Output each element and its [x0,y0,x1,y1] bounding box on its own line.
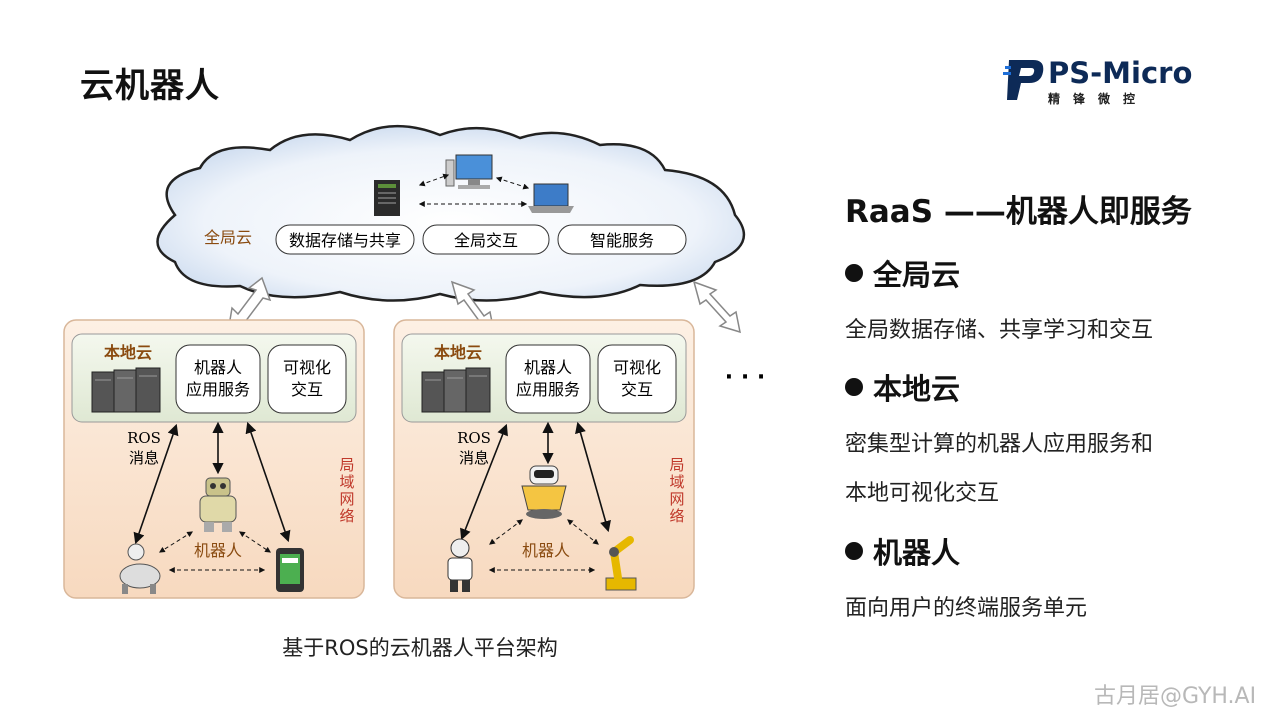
bullet-heading-local-cloud: 本地云 [845,366,960,408]
server-rack-icon [374,180,400,216]
svg-text:数据存储与共享: 数据存储与共享 [289,231,401,250]
diagram-caption: 基于ROS的云机器人平台架构 [282,636,558,660]
lan-label: 局域网络 [669,456,684,525]
local-cloud-label: 本地云 [434,343,482,362]
panel-title: RaaS ——机器人即服务 [845,194,1192,230]
local-servers-icon [421,367,491,413]
architecture-diagram: 全局云 数据存储与共享 全局交互 智能服务 [63,124,765,599]
bullet-desc: 密集型计算的机器人应用服务和 [845,432,1154,457]
robot-label: 机器人 [194,541,242,560]
global-service-pill: 智能服务 [557,224,687,255]
bullet-desc: 面向用户的终端服务单元 [845,596,1088,621]
cloud-link-arrow [692,280,741,334]
bullet-desc: 全局数据存储、共享学习和交互 [845,318,1154,343]
robot-dog-icon [119,543,161,594]
local-service-visual: 可视化交互 [283,358,331,399]
local-service-visual: 可视化交互 [613,358,661,399]
bullet-dot-icon [845,264,863,282]
global-service-pill: 数据存储与共享 [275,224,415,255]
logo-subtitle: 精锋微控 [1048,92,1149,106]
svg-text:智能服务: 智能服务 [590,231,654,250]
svg-text:全局交互: 全局交互 [454,231,518,250]
bullet-dot-icon [845,378,863,396]
global-service-pill: 全局交互 [422,224,550,255]
laptop-icon [528,183,574,213]
local-servers-icon [91,367,161,413]
local-service-robot-app: 机器人应用服务 [186,358,250,399]
humanoid-robot-icon [199,477,237,532]
watermark: 古月居@GYH.AI [1094,684,1257,709]
ps-micro-logo-icon [1003,60,1044,100]
robot-label: 机器人 [522,541,570,560]
page-title: 云机器人 [80,66,220,106]
bullet-heading-global-cloud: 全局云 [845,252,960,294]
lan-label: 局域网络 [339,456,354,525]
smartphone-icon [276,548,304,592]
bullet-dot-icon [845,542,863,560]
bullet-heading-robot: 机器人 [845,530,960,572]
local-service-robot-app: 机器人应用服务 [516,358,580,399]
global-cloud-label: 全局云 [204,228,252,247]
global-cloud [156,124,746,302]
logo-name: PS-Micro [1048,56,1193,90]
service-robot-icon [521,465,567,519]
industrial-arm-icon [605,536,637,591]
desktop-computer-icon [445,154,493,189]
humanoid-robot-icon [447,538,473,592]
bullet-desc: 本地可视化交互 [845,481,1000,506]
local-cloud-label: 本地云 [104,343,152,362]
more-zones-ellipsis: · · · [725,365,765,390]
